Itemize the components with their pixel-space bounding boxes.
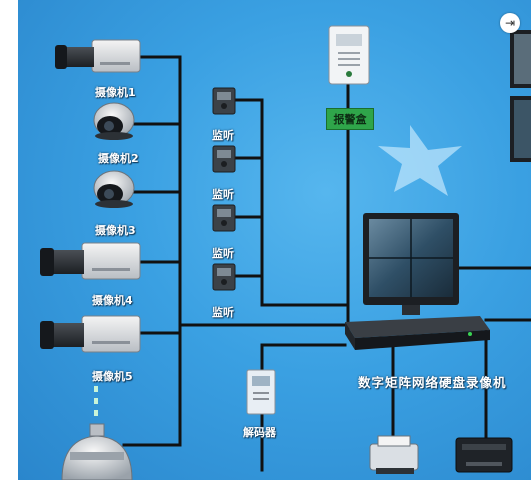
nvr-recorder-icon [345,316,490,350]
decoder-icon [246,369,276,415]
nvr-monitor-icon [363,213,459,315]
star-decoration [378,125,462,196]
camera-2-icon [93,102,135,140]
camera-4-label: 摄像机4 [92,294,133,307]
nvr-label: 数字矩阵网络硬盘录像机 [358,375,507,390]
printer-icon [369,435,419,474]
audio-monitor-4-icon [212,263,236,291]
audio-monitor-2-icon [212,145,236,173]
camera-3-label: 摄像机3 [95,224,136,237]
wiring [122,55,531,472]
ptz-camera-icon [61,423,133,480]
audio-monitor-4-label: 监听 [212,306,234,319]
camera-5-label: 摄像机5 [92,370,133,383]
printer-2-icon [455,437,513,473]
wall-monitor-1-icon [510,30,531,88]
alarm-box-label: 报警盒 [326,108,374,130]
camera-3-icon [93,170,135,208]
camera-5-icon [40,315,141,353]
decoder-label: 解码器 [243,426,276,439]
audio-monitor-1-icon [212,87,236,115]
wireless-link-dots [94,386,98,416]
exit-icon[interactable]: ⇥ [500,13,520,33]
audio-monitor-3-label: 监听 [212,247,234,260]
audio-monitor-3-icon [212,204,236,232]
audio-monitor-2-label: 监听 [212,188,234,201]
alarm-box-icon [328,25,370,85]
audio-monitor-1-label: 监听 [212,129,234,142]
camera-4-icon [40,242,141,280]
camera-1-icon [55,39,141,73]
wall-monitor-2-icon [510,96,531,162]
camera-1-label: 摄像机1 [95,86,136,99]
camera-2-label: 摄像机2 [98,152,139,165]
